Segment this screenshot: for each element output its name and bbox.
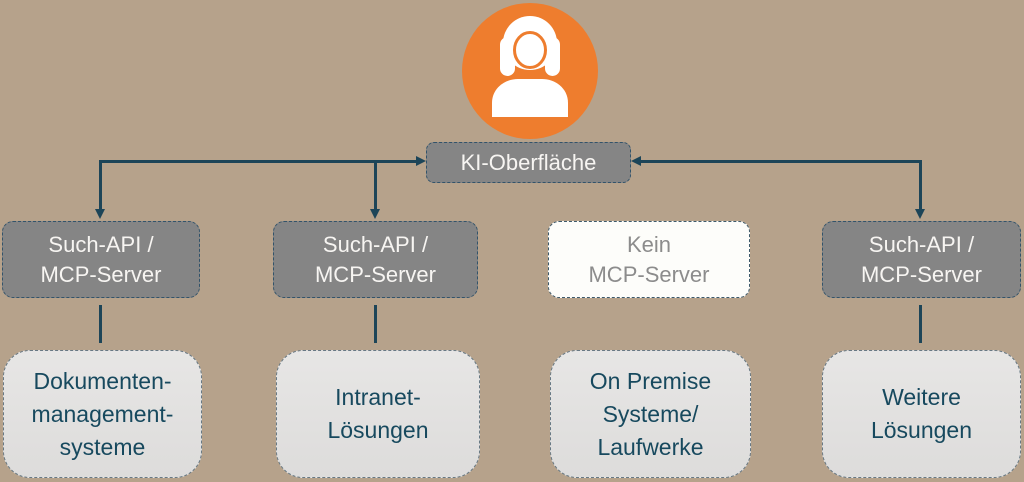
lower-box-1-label: Dokumenten- management- systeme	[31, 367, 174, 460]
upper-box-4-label: Such-API / MCP-Server	[860, 231, 982, 287]
upper-box-such-api-1: Such-API / MCP-Server	[2, 221, 200, 298]
arrowhead-down-column-1	[95, 209, 105, 219]
upper-box-such-api-4: Such-API / MCP-Server	[822, 221, 1021, 298]
lower-box-3-label: On Premise Systeme/ Laufwerke	[589, 367, 712, 460]
upper-box-such-api-2: Such-API / MCP-Server	[273, 221, 478, 298]
person-icon	[492, 16, 568, 117]
connector-left-horizontal	[99, 160, 418, 163]
arrowhead-down-column-4	[915, 209, 925, 219]
link-column-4-upper-lower	[919, 305, 922, 343]
connector-right-horizontal	[641, 160, 920, 163]
link-column-1-upper-lower	[99, 305, 102, 343]
user-avatar	[462, 3, 598, 139]
root-node-label: KI-Oberfläche	[460, 149, 597, 175]
lower-box-4-label: Weitere Lösungen	[870, 384, 973, 443]
lower-box-2-label: Intranet- Lösungen	[327, 384, 429, 443]
lower-box-weitere-loesungen: Weitere Lösungen	[822, 350, 1021, 478]
connector-right-vertical	[919, 160, 922, 210]
upper-box-3-label: Kein MCP-Server	[588, 231, 710, 287]
arrowhead-into-root-right	[631, 156, 641, 166]
lower-box-on-premise-systeme-laufwerke: On Premise Systeme/ Laufwerke	[550, 350, 751, 478]
lower-box-intranet-loesungen: Intranet- Lösungen	[276, 350, 480, 478]
connector-left-vertical	[99, 160, 102, 210]
upper-box-1-label: Such-API / MCP-Server	[40, 231, 162, 287]
arrowhead-into-root-left	[416, 156, 426, 166]
upper-box-kein-mcp-server: Kein MCP-Server	[548, 221, 750, 298]
link-column-2-upper-lower	[374, 305, 377, 343]
arrowhead-down-column-2	[370, 209, 380, 219]
lower-box-dokumentenmanagementsysteme: Dokumenten- management- systeme	[3, 350, 202, 478]
connector-branch-vertical-column-2	[374, 160, 377, 210]
root-node-ki-oberflaeche: KI-Oberfläche	[426, 142, 631, 183]
upper-box-2-label: Such-API / MCP-Server	[314, 231, 436, 287]
